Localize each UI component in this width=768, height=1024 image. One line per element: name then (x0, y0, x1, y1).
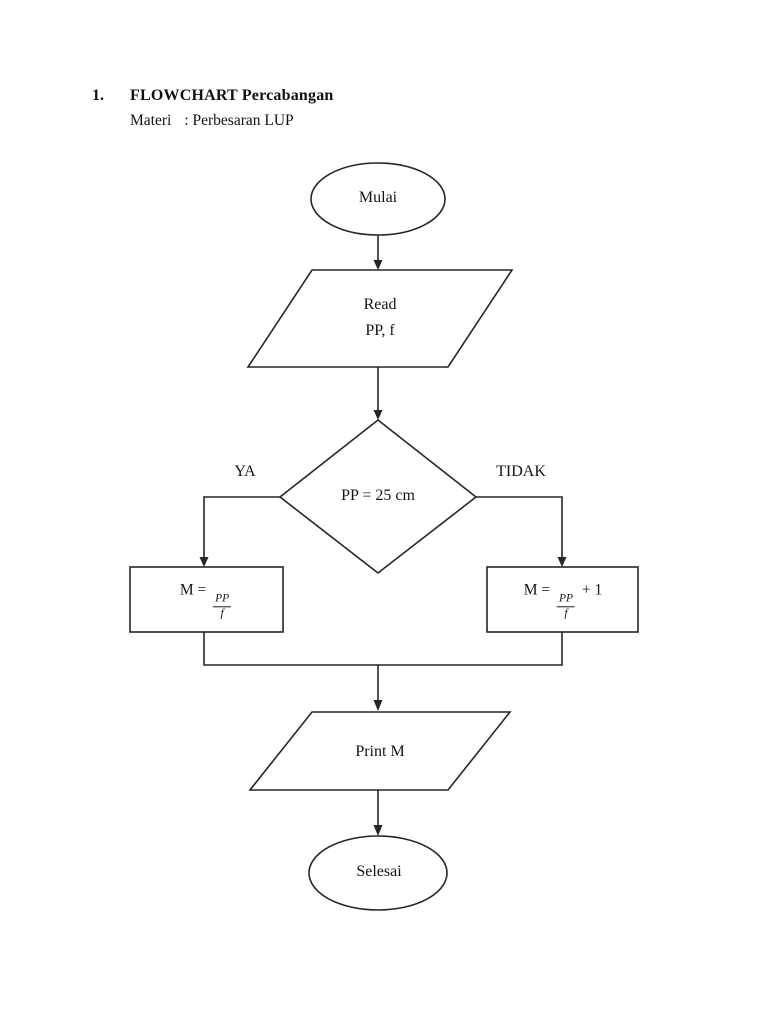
arrowhead-print-end (373, 825, 383, 836)
arrowhead-merge-print (373, 700, 383, 711)
process-no-suffix: + 1 (581, 581, 603, 599)
branch-no-label: TIDAK (496, 463, 546, 480)
process-yes-prefix: M = (179, 581, 207, 599)
heading-number: 1. (92, 87, 104, 104)
read-label-line2: PP, f (365, 322, 395, 339)
decision-label: PP = 25 cm (341, 487, 415, 504)
process-yes-numerator: PP (213, 592, 232, 607)
process-yes-shape (129, 566, 284, 633)
read-label-line1: Read (363, 296, 397, 313)
process-yes-denominator: f (220, 607, 224, 620)
decision-diamond-shape (278, 418, 478, 575)
arrowhead-branch-yes (199, 557, 209, 567)
end-label: Selesai (356, 863, 402, 880)
page-title: FLOWCHART Percabangan (130, 87, 334, 104)
read-label: Read PP, f (364, 292, 397, 344)
arrowhead-read-decision (373, 410, 383, 420)
start-label: Mulai (358, 189, 398, 206)
materi-value: : Perbesaran LUP (184, 112, 294, 129)
print-io-shape (248, 711, 512, 791)
process-no-denominator: f (564, 607, 568, 620)
materi-line: Materi : Perbesaran LUP (130, 112, 294, 130)
connector-merge (203, 632, 563, 666)
materi-label: Materi (130, 112, 172, 129)
process-no-prefix: M = (523, 581, 551, 599)
arrowhead-branch-no (557, 557, 567, 567)
print-label: Print M (355, 743, 405, 760)
connector-branch-yes (203, 496, 280, 558)
read-io-shape (246, 269, 514, 368)
process-no-numerator: PP (556, 592, 576, 607)
connector-branch-no (476, 496, 563, 558)
branch-yes-label: YA (234, 463, 256, 480)
arrowhead-start-read (373, 260, 383, 270)
